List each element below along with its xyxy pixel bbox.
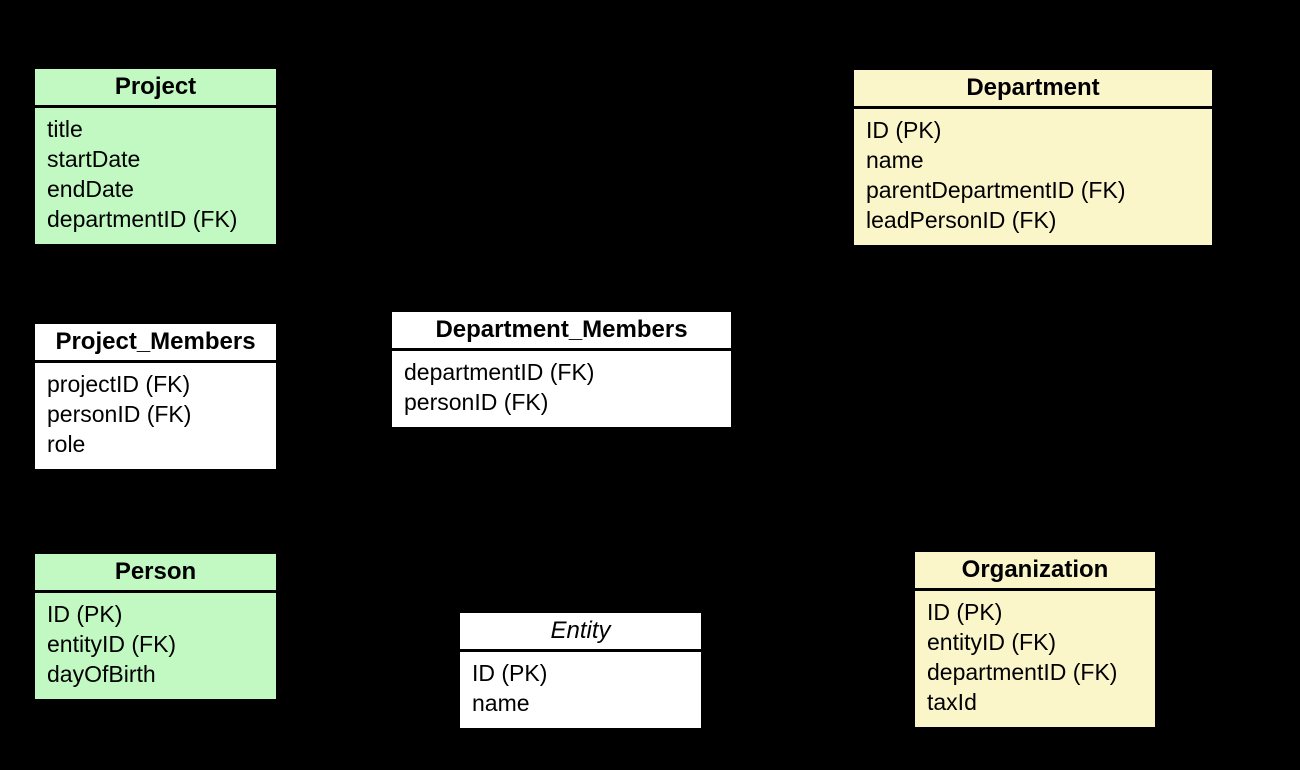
table-entity: Entity ID (PK) name [458,611,703,730]
table-body-department: ID (PK) name parentDepartmentID (FK) lea… [854,109,1212,245]
table-department: Department ID (PK) name parentDepartment… [852,68,1214,247]
field-row: dayOfBirth [47,661,156,687]
field-row: endDate [47,176,134,202]
field-row: ID (PK) [47,601,123,627]
field-row: personID (FK) [47,401,192,427]
table-title-project: Project [35,69,276,108]
table-project: Project title startDate endDate departme… [33,67,278,246]
field-row: parentDepartmentID (FK) [866,177,1126,203]
field-row: departmentID (FK) [927,659,1118,685]
field-row: startDate [47,146,141,172]
table-body-person: ID (PK) entityID (FK) dayOfBirth [35,593,276,699]
table-title-department: Department [854,70,1212,109]
table-body-project-members: projectID (FK) personID (FK) role [35,363,276,469]
field-row: entityID (FK) [47,631,177,657]
table-body-department-members: departmentID (FK) personID (FK) [392,351,731,427]
field-row: departmentID (FK) [47,206,238,232]
table-organization: Organization ID (PK) entityID (FK) depar… [913,550,1157,729]
table-title-organization: Organization [915,552,1155,591]
table-body-organization: ID (PK) entityID (FK) departmentID (FK) … [915,591,1155,727]
field-row: ID (PK) [472,660,548,686]
table-project-members: Project_Members projectID (FK) personID … [33,322,278,471]
field-row: name [866,147,924,173]
field-row: entityID (FK) [927,629,1057,655]
field-row: personID (FK) [404,389,549,415]
table-department-members: Department_Members departmentID (FK) per… [390,310,733,429]
field-row: title [47,116,83,142]
table-title-department-members: Department_Members [392,312,731,351]
field-row: projectID (FK) [47,371,191,397]
field-row: taxId [927,689,977,715]
table-title-person: Person [35,554,276,593]
field-row: name [472,690,530,716]
table-title-project-members: Project_Members [35,324,276,363]
field-row: ID (PK) [927,599,1003,625]
field-row: role [47,431,86,457]
field-row: departmentID (FK) [404,359,595,385]
table-body-project: title startDate endDate departmentID (FK… [35,108,276,244]
table-body-entity: ID (PK) name [460,652,701,728]
table-person: Person ID (PK) entityID (FK) dayOfBirth [33,552,278,701]
field-row: leadPersonID (FK) [866,207,1057,233]
field-row: ID (PK) [866,117,942,143]
table-title-entity: Entity [460,613,701,652]
